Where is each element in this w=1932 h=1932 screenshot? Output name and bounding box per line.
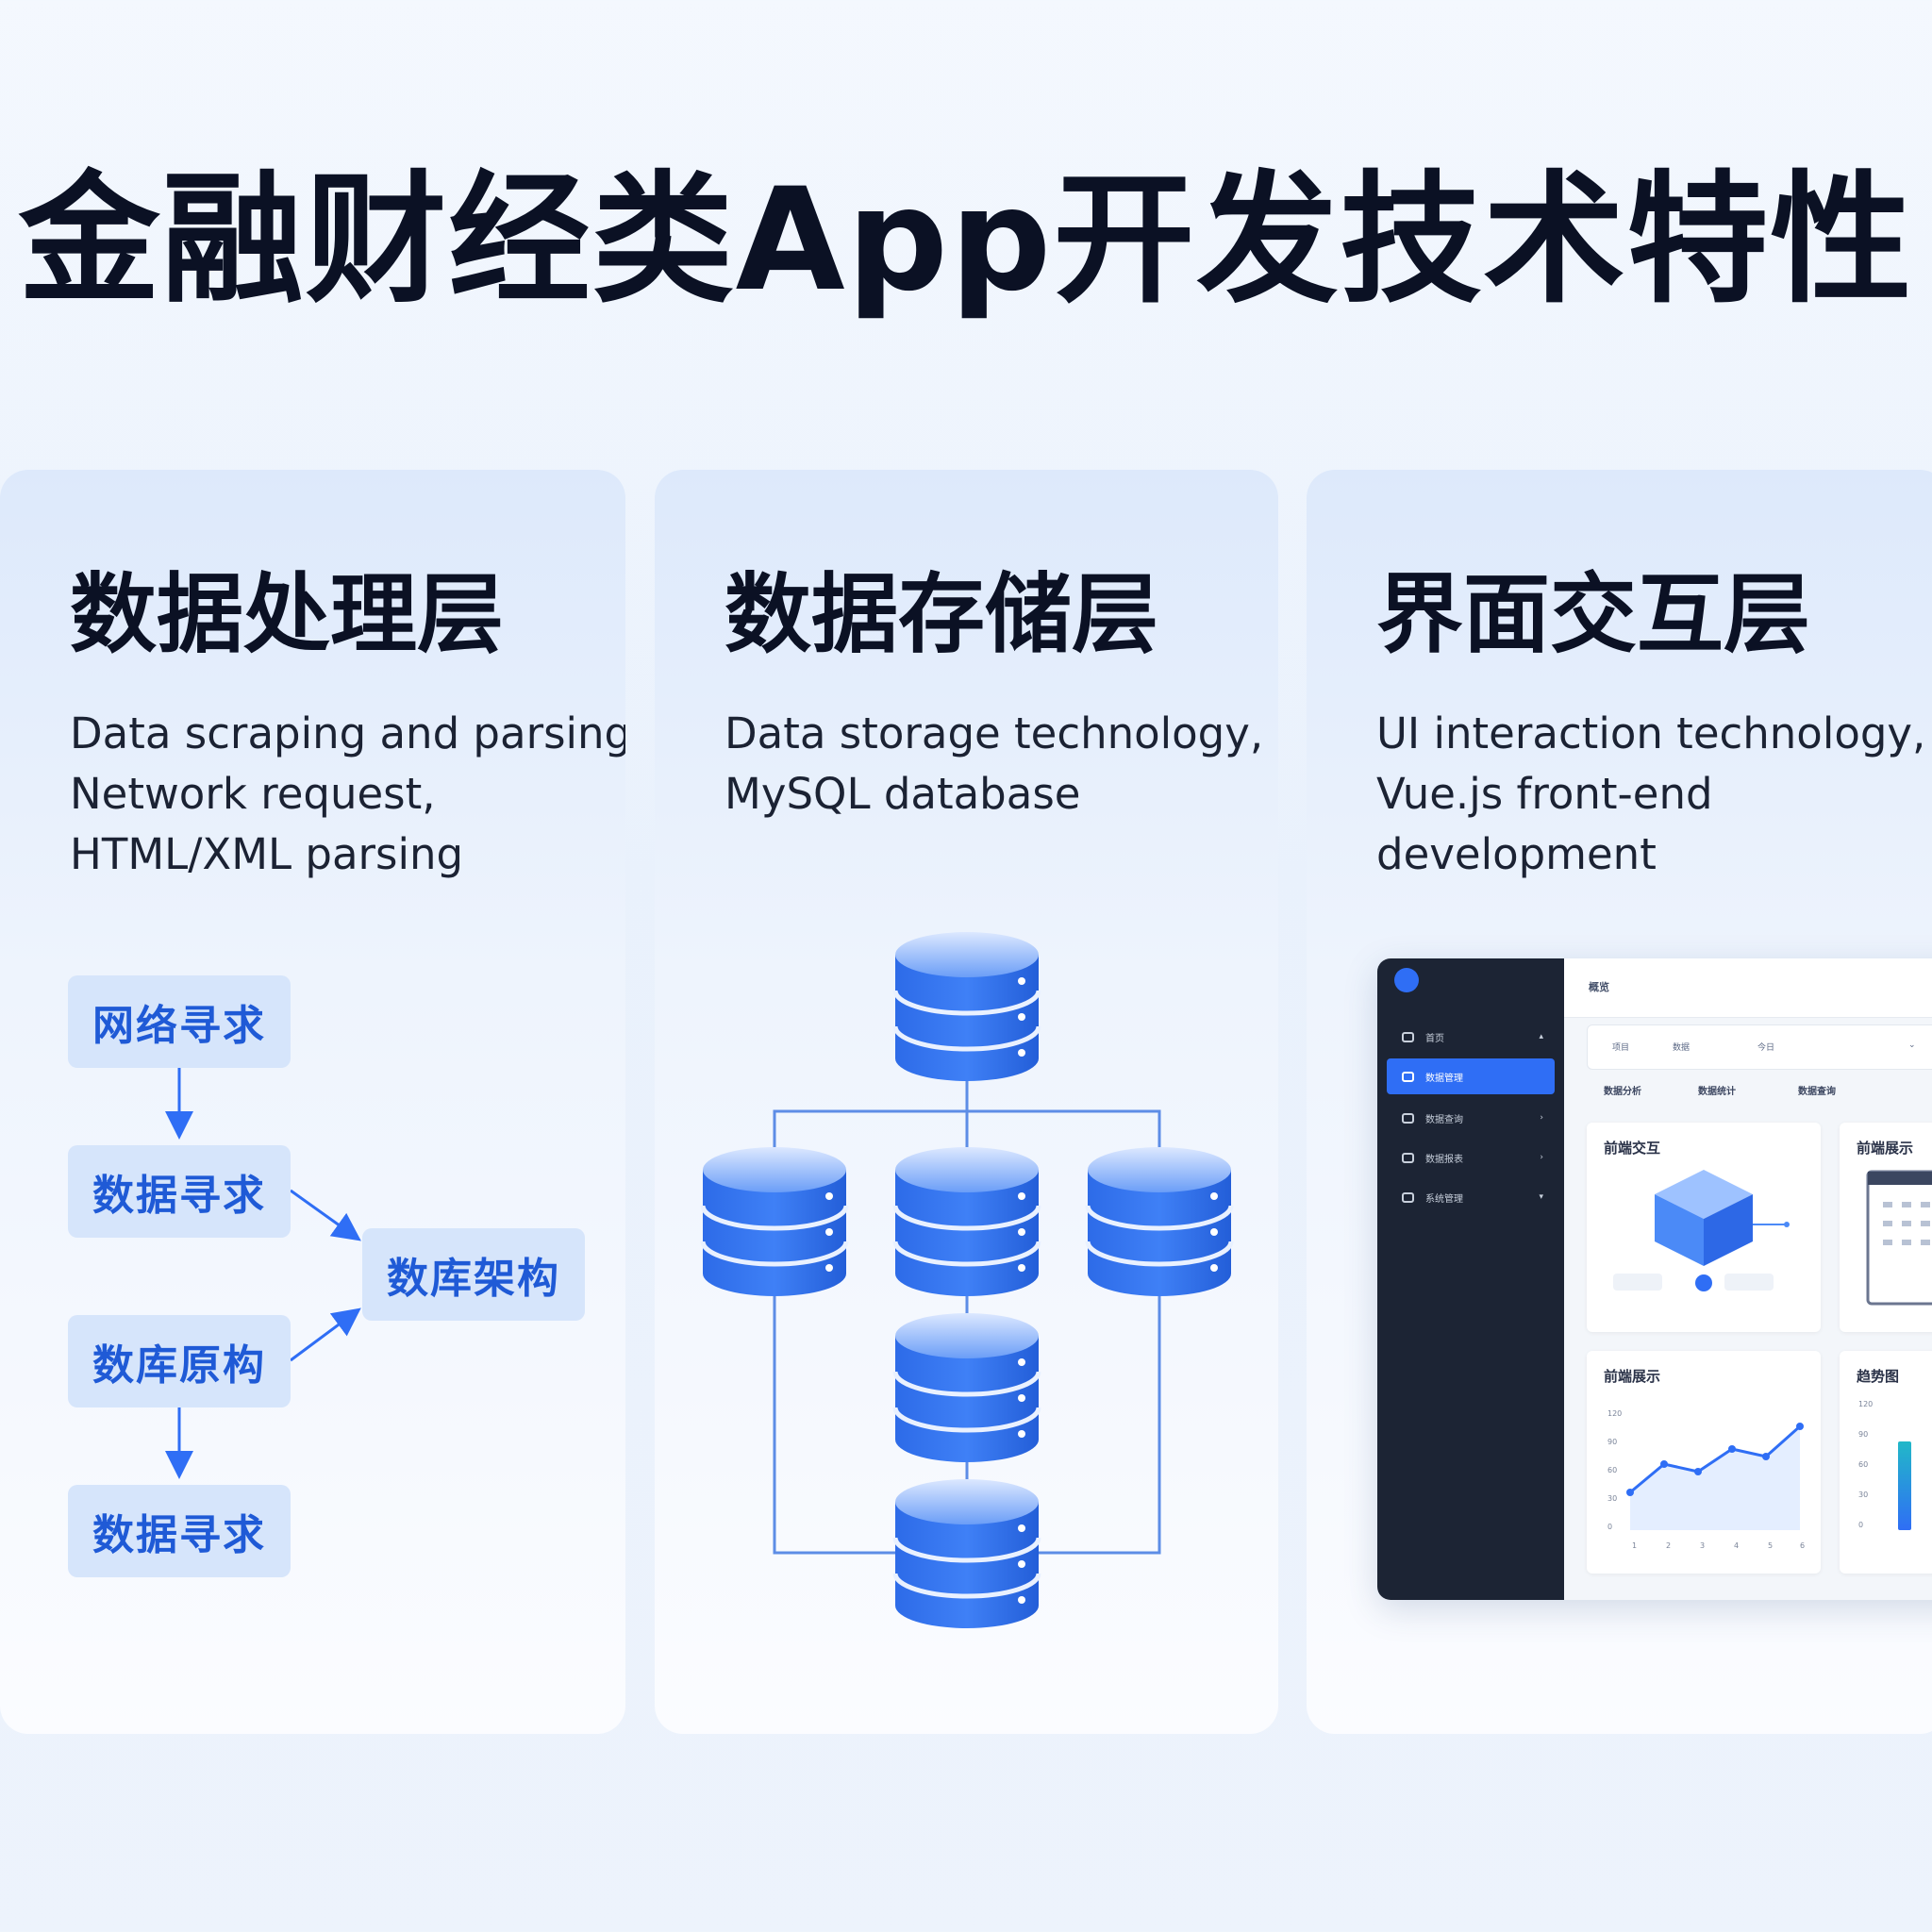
y-tick: 120 [1858,1400,1874,1408]
x-tick: 2 [1666,1541,1672,1550]
menu-label: 系统管理 [1425,1193,1463,1205]
y-tick: 60 [1607,1466,1618,1474]
database-icon [1088,1147,1231,1296]
menu-label: 数据管理 [1425,1073,1463,1084]
y-tick: 60 [1858,1460,1869,1469]
card-data-storage: 数据存储层 Data storage technology, MySQL dat… [655,470,1278,1734]
database-icon [895,1147,1039,1296]
database-icon [895,932,1039,1081]
y-tick: 90 [1607,1438,1618,1446]
description-line: HTML/XML parsing [70,829,464,879]
list-icon [1402,1112,1414,1124]
flow-box: 数据寻求 [68,1485,291,1577]
filter-item[interactable]: 今日 [1757,1043,1775,1053]
tab-analysis[interactable]: 数据分析 [1604,1087,1641,1097]
chevron-right-icon: › [1540,1113,1543,1123]
report-icon [1402,1152,1414,1163]
description-line: Data storage technology, [724,708,1264,758]
card-title: 界面交互层 [1376,564,1811,665]
menu-label: 数据报表 [1425,1154,1463,1165]
panel-interaction: 前端交互 [1587,1123,1821,1332]
description-line: UI interaction technology, [1376,708,1926,758]
card-title: 数据处理层 [70,564,505,665]
chevron-down-icon[interactable]: ⌄ [1908,1041,1916,1050]
flow-box: 数据寻求 [68,1145,291,1238]
filter-item[interactable]: 项目 [1612,1043,1630,1053]
x-tick: 5 [1768,1541,1774,1550]
line-chart-illustration [1626,1423,1804,1530]
panel-title: 前端展示 [1857,1140,1914,1157]
topbar-label: 概览 [1589,981,1609,993]
flow-box: 数库架构 [362,1228,585,1321]
cube-illustration [1613,1170,1790,1291]
dashboard-sidebar: 首页 ▴ 数据管理 数据查询 › 数据报表 › 系统管理 ▾ [1377,958,1564,1600]
dashboard-topbar: 概览 [1564,958,1932,1018]
x-tick: 4 [1734,1541,1740,1550]
filter-bar[interactable]: 项目 数据 今日 ⌄ [1587,1024,1932,1070]
database-tree-diagram [655,470,1278,1734]
tab-statistics[interactable]: 数据统计 [1698,1087,1736,1097]
description-line: development [1376,829,1657,879]
bar-chart-illustration [1898,1441,1911,1530]
page-title: 金融财经类App开发技术特性 [18,158,1914,323]
panel-title: 趋势图 [1857,1368,1900,1385]
description-line: Data scraping and parsing, [70,708,625,758]
database-icon [895,1313,1039,1462]
flow-connectors [165,1068,361,1479]
panel-title: 前端展示 [1604,1368,1661,1385]
x-tick: 3 [1700,1541,1706,1550]
y-tick: 90 [1858,1430,1869,1439]
dashboard-mockup: 首页 ▴ 数据管理 数据查询 › 数据报表 › 系统管理 ▾ [1377,958,1932,1600]
menu-item-data-management[interactable]: 数据管理 [1387,1058,1555,1094]
panel-display: 前端展示 [1840,1123,1932,1332]
home-icon [1402,1031,1414,1042]
menu-label: 首页 [1425,1033,1444,1044]
card-description: Data scraping and parsing, Network reque… [70,704,625,885]
filter-item[interactable]: 数据 [1673,1043,1690,1053]
tab-query[interactable]: 数据查询 [1798,1087,1836,1097]
description-line: Network request, [70,769,436,819]
description-line: Vue.js front-end [1376,769,1713,819]
description-line: MySQL database [724,769,1081,819]
panel-bar-chart: 趋势图 120 90 60 30 0 [1840,1351,1932,1574]
folder-icon [1402,1071,1414,1082]
chevron-up-icon: ▴ [1539,1032,1543,1041]
menu-item-home[interactable]: 首页 ▴ [1387,1019,1555,1055]
flow-box: 网络寻求 [68,975,291,1068]
calendar-illustration [1866,1170,1932,1306]
y-tick: 0 [1858,1521,1864,1529]
y-tick: 30 [1858,1491,1869,1499]
menu-item-data-query[interactable]: 数据查询 › [1387,1100,1555,1136]
y-tick: 30 [1607,1494,1618,1503]
database-icon [703,1147,846,1296]
chevron-down-icon: ▾ [1539,1192,1543,1202]
menu-item-data-report[interactable]: 数据报表 › [1387,1140,1555,1175]
panel-line-chart: 前端展示 120 90 60 30 0 1 2 3 4 5 6 [1587,1351,1821,1574]
x-tick: 6 [1800,1541,1806,1550]
card-data-processing: 数据处理层 Data scraping and parsing, Network… [0,470,625,1734]
y-tick: 120 [1607,1409,1623,1418]
flow-arrow [290,1189,361,1241]
y-tick: 0 [1607,1523,1613,1531]
settings-icon [1402,1191,1414,1203]
menu-label: 数据查询 [1425,1114,1463,1125]
flow-arrow [290,1307,361,1362]
card-title: 数据存储层 [724,564,1159,665]
card-description: Data storage technology, MySQL database [724,704,1263,824]
database-icon [895,1479,1039,1628]
chevron-right-icon: › [1540,1153,1543,1162]
flow-box: 数库原构 [68,1315,291,1407]
x-tick: 1 [1632,1541,1638,1550]
panel-title: 前端交互 [1604,1140,1661,1157]
logo-icon [1394,968,1419,992]
card-description: UI interaction technology, Vue.js front-… [1376,704,1925,885]
menu-item-system[interactable]: 系统管理 ▾ [1387,1179,1555,1215]
card-ui-interaction: 界面交互层 UI interaction technology, Vue.js … [1307,470,1932,1734]
